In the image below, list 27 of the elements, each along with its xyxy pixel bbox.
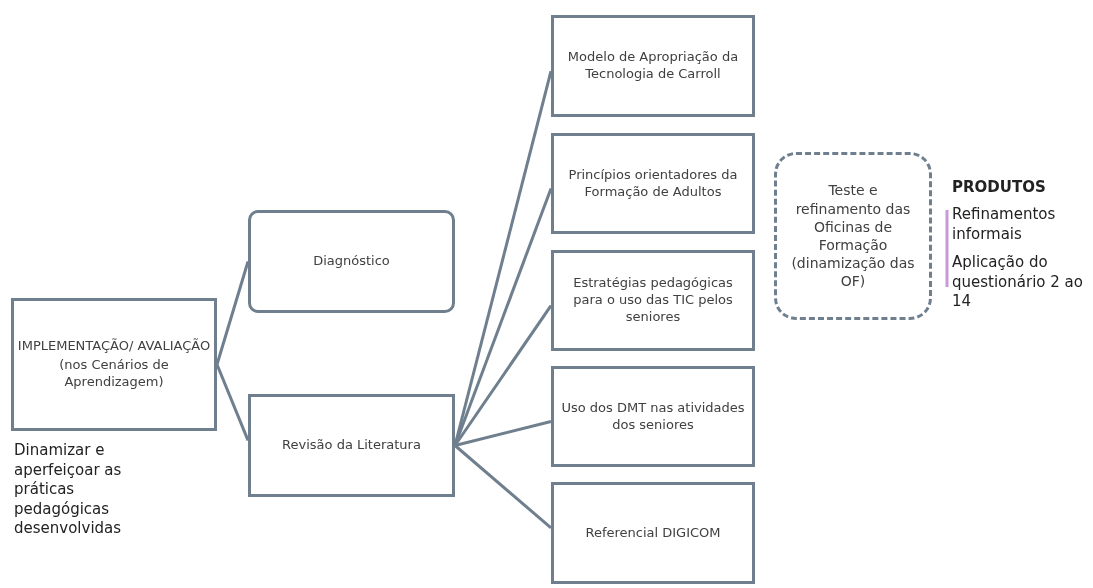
node-text: Modelo de Apropriação da Tecnologia de Carroll: [566, 49, 740, 83]
node-text: Revisão da Literatura: [282, 437, 421, 454]
rounded-box: [248, 210, 455, 313]
product-item: Refinamentos informais: [952, 205, 1057, 244]
node-text: (nos Cenários de Aprendizagem): [58, 357, 170, 391]
connector-line: [454, 420, 552, 447]
dashed-rounded-box: [774, 152, 932, 320]
process-box: [551, 482, 755, 584]
process-box: [11, 298, 217, 431]
node-text: Diagnóstico: [313, 253, 390, 270]
node-caption: Dinamizar e aperfeiçoar as práticas pedagógicas desenvolvidas: [14, 441, 123, 539]
connector-line: [454, 444, 552, 530]
connector-line: [215, 363, 250, 441]
node-text: Estratégias pedagógicas para o uso das TIC pelos seniores: [572, 275, 734, 326]
node-text: Referencial DIGICOM: [585, 524, 721, 542]
process-box: [551, 133, 755, 234]
section-heading: PRODUTOS: [952, 178, 1047, 198]
node-text: Princípios orientadores da Formação de Adultos: [567, 166, 739, 201]
node-text: Uso dos DMT nas atividades dos seniores: [560, 399, 746, 434]
process-box: [248, 394, 455, 497]
process-box: [551, 250, 755, 351]
product-item: Aplicação do questionário 2 ao 14: [952, 253, 1084, 312]
process-box: [551, 366, 755, 467]
node-text: IMPLEMENTAÇÃO/ AVALIAÇÃO: [17, 338, 211, 356]
node-text: Teste e refinamento das Oficinas de Formação (dinamização das OF): [790, 181, 916, 291]
process-box: [551, 15, 755, 117]
connector-line: [215, 261, 250, 365]
